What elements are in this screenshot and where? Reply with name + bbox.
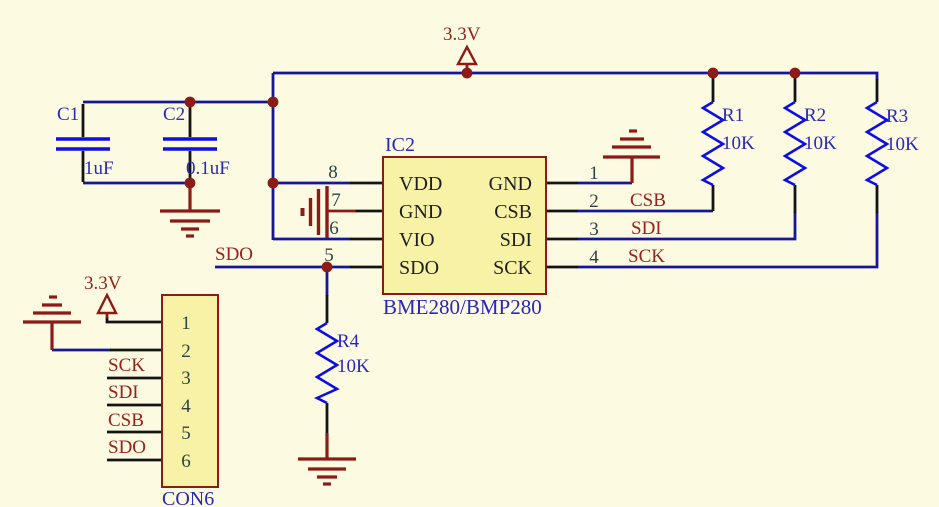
con6-pin-number-4: 4 (181, 396, 191, 417)
junction-dot (267, 177, 279, 189)
ic-pin-name-sdi: SDI (500, 229, 532, 251)
con6-pin-number-2: 2 (181, 341, 191, 362)
junction-dot (184, 177, 196, 189)
wire-sdi (578, 212, 797, 241)
pin-stubs (81, 75, 879, 462)
con6-pin-number-5: 5 (181, 423, 191, 444)
c1-ref: C1 (57, 104, 79, 125)
ic-pin-name-gnd1: GND (489, 173, 532, 195)
junction-dot (461, 67, 473, 79)
r4-ref: R4 (337, 331, 360, 352)
r1-zigzag (700, 100, 726, 187)
junction-dot (184, 96, 196, 108)
r4-value: 10K (337, 356, 370, 377)
con6-pin-number-1: 1 (181, 313, 191, 334)
power-label-3v3-con6: 3.3V (84, 273, 122, 294)
r1-value: 10K (722, 133, 755, 154)
ic-pin-number-5: 5 (324, 245, 334, 266)
power-3v3-con6-icon (96, 292, 118, 315)
ground-c2-icon (160, 183, 220, 238)
junction-dot (707, 67, 719, 79)
r1-ref: R1 (722, 105, 744, 126)
r4-zigzag (313, 321, 340, 405)
net-label-sck: SCK (628, 246, 665, 267)
r3-value: 10K (886, 134, 919, 155)
ground-con6-icon (23, 295, 81, 350)
con6-pin-number-3: 3 (181, 368, 191, 389)
ic-ref: IC2 (385, 134, 415, 156)
ic-pin-number-7: 7 (331, 190, 341, 211)
ground-r4-icon (298, 433, 356, 486)
r3-zigzag (864, 100, 890, 187)
wire-3v3-rail (273, 71, 879, 80)
r2-ref: R2 (804, 105, 826, 126)
ic-body (382, 156, 547, 295)
junction-dots (184, 67, 801, 273)
ic-pin-name-gnd7: GND (399, 201, 442, 223)
ic-pin-number-4: 4 (589, 247, 599, 268)
r2-value: 10K (804, 133, 837, 154)
ic-pin-name-vio: VIO (399, 229, 435, 251)
ground-ic-pin1-icon (603, 129, 660, 183)
wire-sck (578, 212, 879, 269)
ic-pin-name-sdo: SDO (399, 257, 439, 279)
power-3v3-top-icon (456, 44, 478, 66)
r2-zigzag (782, 100, 808, 187)
ic-pin-number-1: 1 (589, 163, 599, 184)
con6-net-label-sdi: SDI (108, 382, 139, 403)
junction-dot (321, 261, 333, 273)
ic-part: BME280/BMP280 (383, 295, 542, 319)
net-label-sdi: SDI (631, 218, 662, 239)
wires (52, 71, 879, 352)
junction-dot (789, 67, 801, 79)
power-label-3v3-top: 3.3V (443, 24, 481, 45)
r3-ref: R3 (886, 106, 908, 127)
con6-net-label-sdo: SDO (108, 437, 146, 458)
ic-pin-number-6: 6 (329, 218, 339, 239)
power-symbols (23, 44, 660, 486)
con6-net-label-csb: CSB (108, 410, 144, 431)
net-label-sdo: SDO (215, 244, 253, 265)
ic-pin-number-3: 3 (589, 219, 599, 240)
ic-pin-name-csb: CSB (494, 201, 532, 223)
connector-body (161, 294, 219, 488)
ic-pin-number-8: 8 (328, 162, 338, 183)
con6-net-label-sck: SCK (108, 355, 145, 376)
ic-pin-number-2: 2 (589, 191, 599, 212)
con6-ref: CON6 (162, 488, 214, 507)
c1-value: 1uF (84, 158, 114, 179)
con6-pin-number-6: 6 (181, 451, 191, 472)
ic-pin-name-vdd: VDD (399, 173, 442, 195)
c2-value: 0.1uF (186, 158, 230, 179)
ic-pin-name-sck: SCK (493, 257, 532, 279)
c2-ref: C2 (163, 104, 185, 125)
con6-pin1-wire (105, 317, 162, 324)
net-label-csb: CSB (630, 190, 666, 211)
junction-dot (267, 96, 279, 108)
component-symbols (56, 100, 890, 405)
ground-ic-pin7-icon (300, 186, 356, 238)
